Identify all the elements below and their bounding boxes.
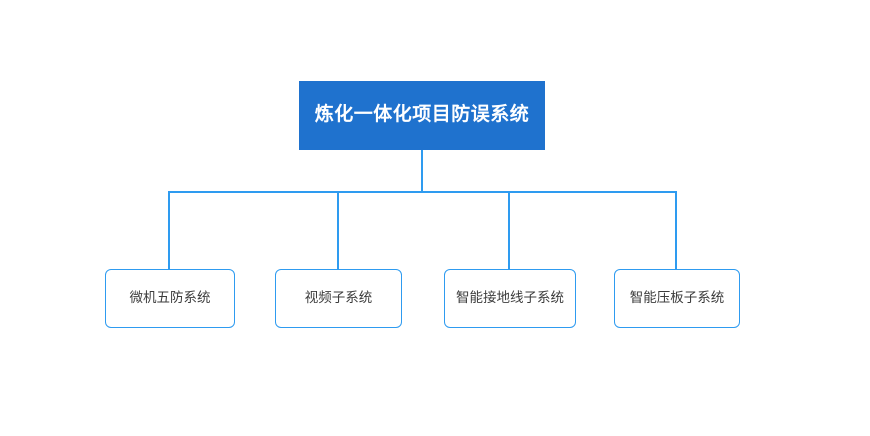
child-node-3[interactable]: 智能接地线子系统 <box>444 269 576 328</box>
child-node-4-label: 智能压板子系统 <box>629 290 725 306</box>
child-node-2-label: 视频子系统 <box>304 290 373 306</box>
root-node-label: 炼化一体化项目防误系统 <box>314 104 530 126</box>
child-node-2[interactable]: 视频子系统 <box>275 269 402 328</box>
child-node-1[interactable]: 微机五防系统 <box>105 269 235 328</box>
child-node-4[interactable]: 智能压板子系统 <box>614 269 740 328</box>
child-node-1-label: 微机五防系统 <box>129 290 211 306</box>
child-node-3-label: 智能接地线子系统 <box>456 290 564 306</box>
root-node[interactable]: 炼化一体化项目防误系统 <box>299 81 545 150</box>
